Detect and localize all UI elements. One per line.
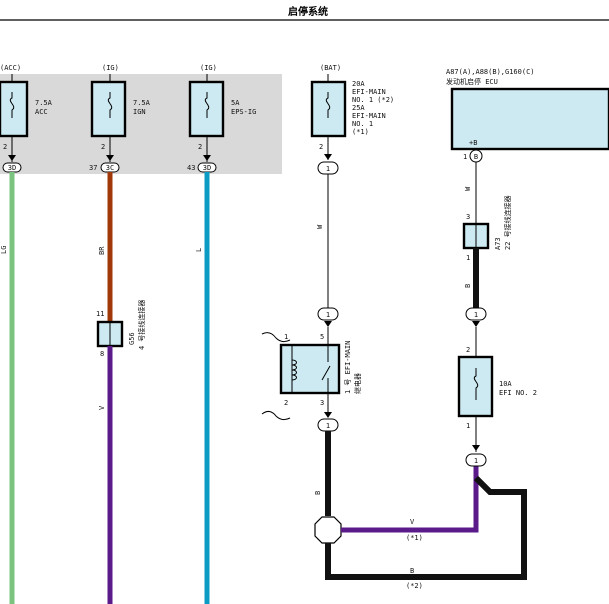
wire-v-bottom — [341, 466, 479, 533]
efi-main-relay — [279, 343, 341, 395]
connector-efi2-top — [465, 307, 487, 321]
fuse-symbol-icon — [204, 92, 210, 118]
connector-relay-top-label: 1 — [326, 311, 330, 319]
connector-3d-acc-label: 3D — [8, 164, 16, 172]
fuse-efi-no2 — [457, 355, 494, 418]
wire-w-label: W — [316, 224, 324, 229]
connector-efi2-bot-label: 1 — [474, 457, 478, 465]
fuse-bat-pin: 2 — [319, 143, 323, 151]
efi2-name: EFI NO. 2 — [499, 389, 537, 397]
j4-pin-top: 11 — [96, 310, 104, 318]
wire-l-label: L — [195, 248, 203, 252]
relay-name: 1 号 EFI-MAIN — [344, 341, 352, 394]
wire-b-label: B — [314, 491, 322, 495]
efi2-pin-top: 2 — [466, 346, 470, 354]
ecu-pin: 1 — [463, 153, 467, 161]
j4-code: G56 — [128, 332, 136, 345]
wire-w2-label: W — [464, 186, 472, 191]
fuse-acc-rating: 7.5A — [35, 99, 53, 107]
relay-name2: 继电器 — [353, 373, 362, 394]
wire-v-bottom-note: (*1) — [406, 534, 423, 542]
fuse-bat-rating1: 20A — [352, 80, 365, 88]
relay-switch-icon — [321, 365, 331, 381]
connector-efi2-top-label: 1 — [474, 311, 478, 319]
engine-start-stop-ecu — [450, 87, 609, 151]
fuse-bat-name1b: NO. 1 (*2) — [352, 96, 394, 104]
relay-coil-icon — [291, 359, 297, 381]
fuse-bat-name2b: NO. 1 — [352, 120, 373, 128]
fuse-eps-source: (IG) — [200, 64, 217, 72]
j22-code: A73 — [494, 237, 502, 250]
fuse-acc-source: (ACC) — [0, 64, 21, 72]
wire-b2-label: B — [464, 284, 472, 288]
wire-v-label: V — [98, 405, 106, 410]
fuse-symbol-icon — [325, 92, 331, 118]
connector-3c-label: 3C — [106, 164, 114, 172]
j22-pin-top: 3 — [466, 213, 470, 221]
connector-3d-eps-label: 3D — [203, 164, 211, 172]
fuse-bat-source: (BAT) — [320, 64, 341, 72]
wire-br-label: BR — [98, 246, 106, 255]
efi2-rating: 10A — [499, 380, 512, 388]
wire-lg-label: LG — [0, 246, 8, 254]
fuse-bat-name1: EFI-MAIN — [352, 88, 386, 96]
wire-b-bottom — [325, 475, 527, 580]
fuse-ign-source: (IG) — [102, 64, 119, 72]
fuse-bat-rating2: 25A — [352, 104, 365, 112]
fuse-ign — [90, 80, 127, 138]
wire-b-bottom-label: B — [410, 567, 414, 575]
fuse-block-panel — [0, 74, 282, 174]
j22-pin-bot: 1 — [466, 254, 470, 262]
fuse-eps-ig — [188, 80, 225, 138]
connector-ecu-b-label: B — [474, 153, 478, 161]
relay-pin3: 3 — [320, 399, 324, 407]
connector-relay-bot-label: 1 — [326, 422, 330, 430]
connector-relay-top — [317, 307, 339, 321]
fuse-ign-conn-pin: 37 — [89, 164, 97, 172]
fuse-symbol-icon — [473, 368, 479, 400]
relay-pin5: 5 — [320, 333, 324, 341]
ecu-codes: A87(A),A88(B),G160(C) — [446, 68, 535, 76]
relay-pin2: 2 — [284, 399, 288, 407]
fuse-eps-rating: 5A — [231, 99, 240, 107]
fuse-symbol-icon — [107, 92, 113, 118]
ecu-name: 发动机启停 ECU — [446, 77, 498, 86]
fuse-eps-conn-pin: 43 — [187, 164, 195, 172]
page-title: 启停系统 — [288, 5, 328, 18]
fuse-ign-rating: 7.5A — [133, 99, 151, 107]
efi2-pin-bot: 1 — [466, 422, 470, 430]
fuse-eps-pin: 2 — [198, 143, 202, 151]
wire-b-bottom-note: (*2) — [406, 582, 423, 590]
j4-name: 4 号接线连接器 — [137, 300, 146, 350]
fuse-ign-name: IGN — [133, 108, 146, 116]
ecu-pin-label: +B — [469, 139, 477, 147]
fuse-symbol-icon — [9, 92, 15, 118]
wire-v-bottom-label: V — [410, 518, 415, 526]
connector-efi2-bot — [465, 453, 487, 467]
relay-pin1: 1 — [284, 333, 288, 341]
fuse-acc-name: ACC — [35, 108, 48, 116]
fuse-acc-pin: 2 — [3, 143, 7, 151]
splice-junction — [314, 516, 342, 544]
fuse-bat-name2c: (*1) — [352, 128, 369, 136]
fuse-bat-name2: EFI-MAIN — [352, 112, 386, 120]
fuse-eps-name: EPS-IG — [231, 108, 256, 116]
fuse-ign-pin: 2 — [101, 143, 105, 151]
j22-name: 22 号接线连接器 — [503, 195, 512, 250]
j4-pin-bot: 8 — [100, 350, 104, 358]
connector-bat-1-label: 1 — [326, 165, 330, 173]
